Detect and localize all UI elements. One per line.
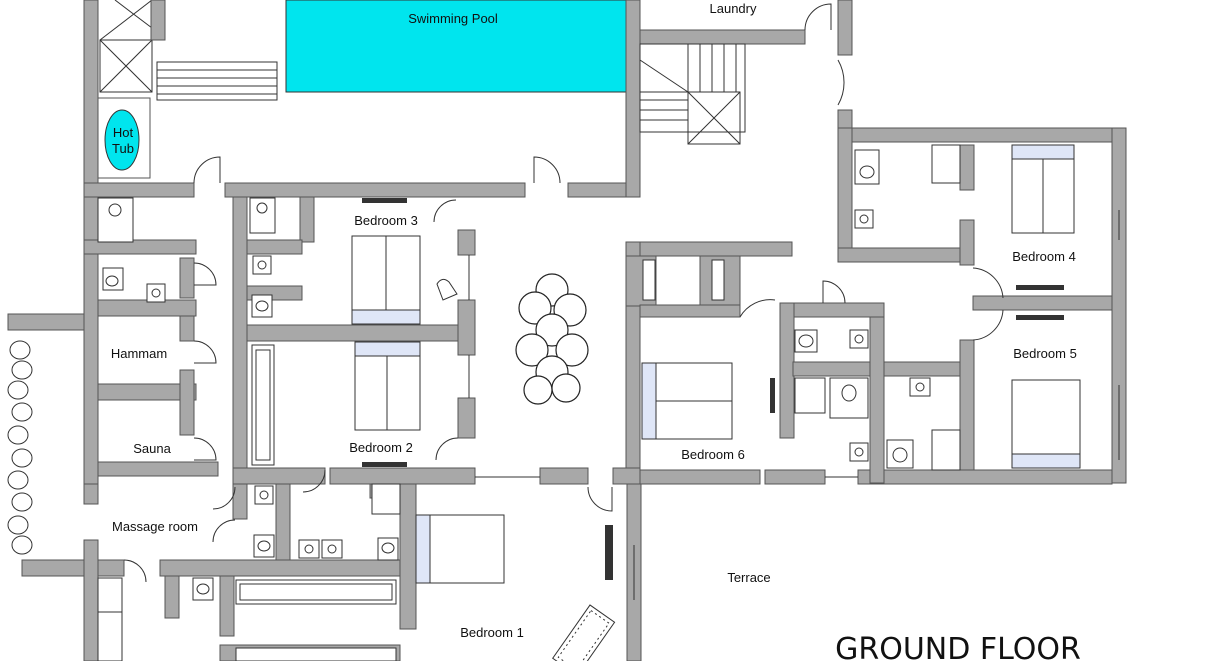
tv-icon — [605, 525, 613, 580]
door — [837, 59, 845, 106]
tv-icon — [1016, 315, 1064, 320]
room-label-terrace: Terrace — [727, 570, 770, 585]
bed-bedroom-5 — [1011, 379, 1081, 469]
tv-icon — [1016, 285, 1064, 290]
room-label-hot-tub-2: Tub — [112, 141, 134, 156]
bed-bedroom-1 — [415, 514, 505, 584]
tv-icon — [362, 198, 407, 203]
room-label-bedroom-5: Bedroom 5 — [1013, 346, 1077, 361]
door — [193, 156, 221, 184]
walls — [7, 0, 1127, 661]
room-label-hot-tub-1: Hot — [113, 125, 134, 140]
room-label-bedroom-2: Bedroom 2 — [349, 440, 413, 455]
room-label-hammam: Hammam — [111, 346, 167, 361]
hot-tub — [104, 109, 140, 171]
room-label-laundry: Laundry — [710, 1, 757, 16]
tree-icon — [515, 273, 589, 405]
room-label-bedroom-3: Bedroom 3 — [354, 213, 418, 228]
shrubs-icon — [7, 340, 33, 555]
room-label-massage-room: Massage room — [112, 519, 198, 534]
floor-title: GROUND FLOOR — [835, 632, 1081, 661]
beds — [351, 144, 1081, 584]
tv-icon — [770, 378, 775, 413]
room-label-bedroom-6: Bedroom 6 — [681, 447, 745, 462]
room-label-swimming-pool: Swimming Pool — [408, 11, 498, 26]
door — [533, 156, 561, 184]
door — [804, 3, 832, 31]
room-label-bedroom-1: Bedroom 1 — [460, 625, 524, 640]
chair-icon — [436, 278, 458, 301]
tv-icon — [362, 462, 407, 467]
sun-lounger-icon — [552, 604, 616, 661]
room-label-bedroom-4: Bedroom 4 — [1012, 249, 1076, 264]
staircase — [639, 43, 746, 133]
bathroom-fixtures — [97, 144, 961, 661]
room-label-sauna: Sauna — [133, 441, 171, 456]
swimming-pool — [285, 0, 627, 93]
